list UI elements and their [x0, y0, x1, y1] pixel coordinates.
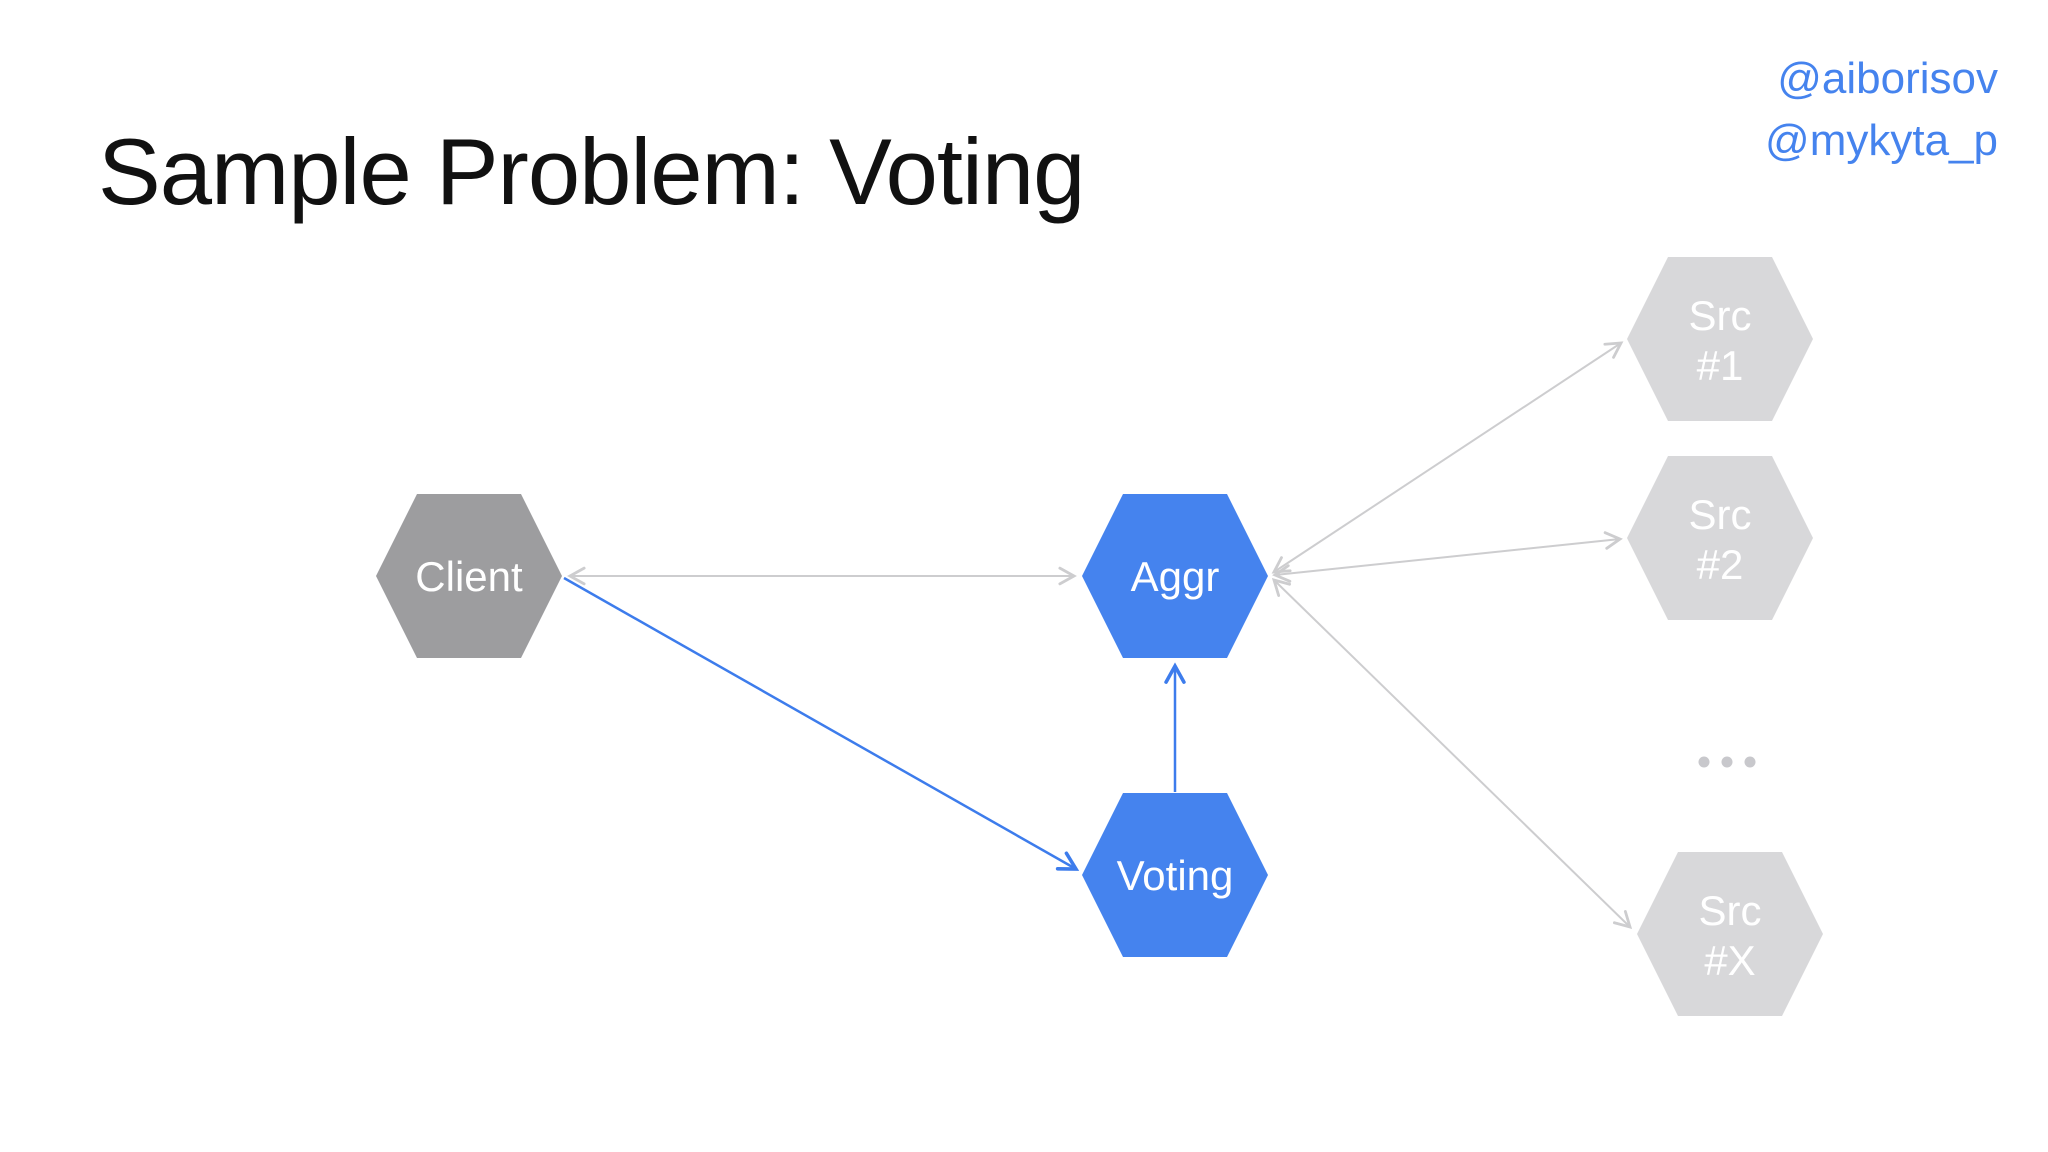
edge-aggr-srcx [1271, 577, 1633, 930]
edge-aggr-src2 [1272, 531, 1623, 583]
author-handles: @aiborisov @mykyta_p [1765, 48, 1998, 172]
node-src-x: Src #X [1637, 852, 1823, 1016]
aggr-hexagon [1082, 494, 1268, 658]
src-2-hexagon [1627, 456, 1813, 620]
src-2-label-line2: #2 [1697, 541, 1744, 588]
src-2-label-line1: Src [1689, 491, 1752, 538]
src-x-hexagon [1637, 852, 1823, 1016]
ellipsis-dot-2 [1721, 756, 1733, 768]
node-src-2: Src #2 [1627, 456, 1813, 620]
edge-client-voting [563, 576, 1080, 871]
src-1-label-line2: #1 [1697, 342, 1744, 389]
author-handle-2: @mykyta_p [1765, 116, 1998, 165]
src-x-label-line2: #X [1704, 937, 1755, 984]
client-hexagon [376, 494, 562, 658]
page-title: Sample Problem: Voting [98, 119, 1085, 224]
sources-ellipsis [1698, 756, 1756, 768]
edge-aggr-src1 [1271, 341, 1624, 574]
node-client: Client [376, 494, 562, 658]
aggr-label: Aggr [1131, 553, 1220, 600]
node-aggr: Aggr [1082, 494, 1268, 658]
voting-label: Voting [1117, 852, 1234, 899]
edges [563, 341, 1633, 930]
src-1-label-line1: Src [1689, 292, 1752, 339]
node-src-1: Src #1 [1627, 257, 1813, 421]
node-voting: Voting [1082, 793, 1268, 957]
src-1-hexagon [1627, 257, 1813, 421]
client-label: Client [415, 553, 523, 600]
ellipsis-dot-3 [1744, 756, 1756, 768]
src-x-label-line1: Src [1699, 887, 1762, 934]
voting-hexagon [1082, 793, 1268, 957]
ellipsis-dot-1 [1698, 756, 1710, 768]
author-handle-1: @aiborisov [1777, 54, 1998, 103]
